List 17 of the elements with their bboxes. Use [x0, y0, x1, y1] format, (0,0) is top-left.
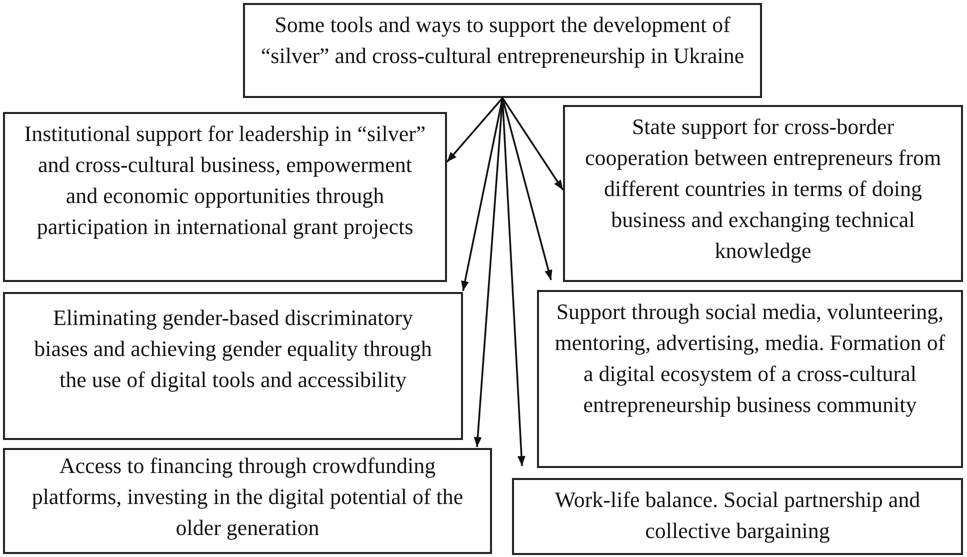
text-box [3, 292, 463, 440]
box-text: State support for cross-border cooperation between entrepreneurs from different countries in terms of doing business and exchanging technical knowledge [584, 113, 942, 265]
arrow [461, 98, 504, 292]
box-text: Support through social media, volunteering, mentoring, advertising, media. Formation of a digital ecosystem of a cross-cultural entrepreneurship business community [554, 298, 946, 419]
box-text: Eliminating gender-based discriminatory biases and achieving gender equality through the use of digital tools and accessibility [33, 304, 433, 394]
text-box [512, 478, 963, 555]
arrow [446, 97, 504, 163]
text-box [3, 448, 492, 554]
box-text: Access to financing through crowdfunding platforms, investing in the digital potential of the older generation [30, 452, 464, 542]
text-box [243, 3, 762, 98]
text-box [563, 105, 963, 282]
box-text: Work-life balance. Social partnership and collective bargaining [554, 486, 922, 545]
box-text: Institutional support for leadership in “silver” and cross-cultural business, empowerment and economic opportunities through participation in international grant projects [23, 120, 427, 241]
arrow [502, 98, 564, 190]
box-text: Some tools and ways to support the development of “silver” and cross-cultural entrepreneurship in Ukraine [260, 11, 746, 70]
text-box [3, 112, 447, 282]
text-box [537, 290, 963, 468]
